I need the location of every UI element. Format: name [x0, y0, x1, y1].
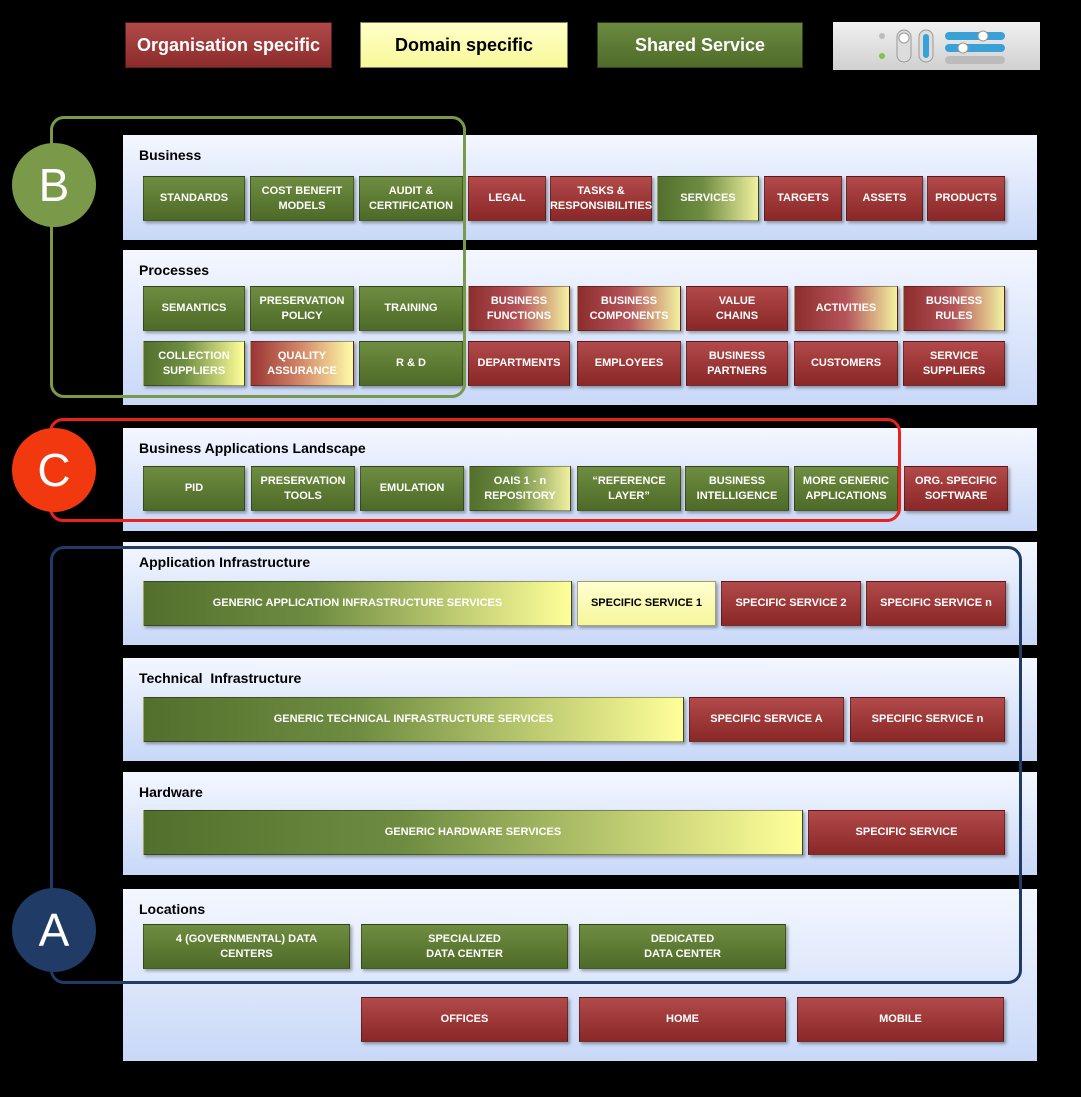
hardware-box: GENERIC HARDWARE SERVICES	[143, 810, 803, 855]
frame-a	[50, 546, 1022, 984]
business-box: SERVICES	[657, 176, 759, 221]
layer-title: Locations	[139, 901, 206, 917]
business-box: PRODUCTS	[927, 176, 1005, 221]
technical-box: SPECIFIC SERVICE A	[689, 697, 844, 742]
process-box: QUALITY ASSURANCE	[250, 341, 354, 386]
layer-title: Processes	[139, 262, 210, 278]
location-box: MOBILE	[797, 997, 1004, 1042]
application-box: MORE GENERIC APPLICATIONS	[794, 466, 898, 511]
business-box: TASKS & RESPONSIBILITIES	[550, 176, 652, 221]
controls-icon	[833, 22, 1040, 70]
location-box: DEDICATED DATA CENTER	[579, 924, 786, 969]
marker-c: C	[12, 428, 96, 512]
business-box: STANDARDS	[143, 176, 245, 221]
process-box: R & D	[359, 341, 463, 386]
application-box: BUSINESS INTELLIGENCE	[685, 466, 789, 511]
process-box: SERVICE SUPPLIERS	[903, 341, 1005, 386]
business-box: COST BENEFIT MODELS	[250, 176, 354, 221]
business-box: TARGETS	[764, 176, 842, 221]
layer-title: Hardware	[139, 784, 203, 800]
technical-box: SPECIFIC SERVICE n	[850, 697, 1005, 742]
process-box: TRAINING	[359, 286, 463, 331]
frame-b	[50, 116, 466, 398]
process-box: ACTIVITIES	[794, 286, 898, 331]
process-box: CUSTOMERS	[794, 341, 898, 386]
layer-title: Business	[139, 147, 202, 163]
location-box: 4 (GOVERNMENTAL) DATA CENTERS	[143, 924, 350, 969]
business-box: LEGAL	[468, 176, 546, 221]
application-box: “REFERENCE LAYER”	[577, 466, 681, 511]
legend-shared-service: Shared Service	[597, 22, 803, 68]
infrastructure-box: SPECIFIC SERVICE 1	[577, 581, 716, 626]
infrastructure-box: SPECIFIC SERVICE 2	[721, 581, 861, 626]
application-box: OAIS 1 - n REPOSITORY	[469, 466, 571, 511]
process-box: EMPLOYEES	[577, 341, 681, 386]
infrastructure-box: SPECIFIC SERVICE n	[866, 581, 1006, 626]
application-box: ORG. SPECIFIC SOFTWARE	[904, 466, 1008, 511]
process-box: BUSINESS FUNCTIONS	[468, 286, 570, 331]
application-box: EMULATION	[360, 466, 464, 511]
process-box: SEMANTICS	[143, 286, 245, 331]
location-box: SPECIALIZED DATA CENTER	[361, 924, 568, 969]
technical-box: GENERIC TECHNICAL INFRASTRUCTURE SERVICE…	[143, 697, 684, 742]
hardware-box: SPECIFIC SERVICE	[808, 810, 1005, 855]
location-box: HOME	[579, 997, 786, 1042]
business-box: AUDIT & CERTIFICATION	[359, 176, 463, 221]
process-box: VALUE CHAINS	[686, 286, 788, 331]
application-box: PRESERVATION TOOLS	[251, 466, 355, 511]
business-box: ASSETS	[846, 176, 923, 221]
process-box: BUSINESS PARTNERS	[686, 341, 788, 386]
marker-b: B	[12, 143, 96, 227]
process-box: COLLECTION SUPPLIERS	[143, 341, 245, 386]
application-box: PID	[143, 466, 245, 511]
location-box: OFFICES	[361, 997, 568, 1042]
frame-c	[49, 418, 901, 522]
process-box: DEPARTMENTS	[468, 341, 570, 386]
layer-title: Business Applications Landscape	[139, 440, 366, 456]
legend-domain-specific: Domain specific	[360, 22, 568, 68]
process-box: BUSINESS RULES	[903, 286, 1005, 331]
layer-title: Application Infrastructure	[139, 554, 311, 570]
infrastructure-box: GENERIC APPLICATION INFRASTRUCTURE SERVI…	[143, 581, 572, 626]
layer-title: Technical Infrastructure	[139, 670, 302, 686]
legend-organisation-specific: Organisation specific	[125, 22, 332, 68]
process-box: PRESERVATION POLICY	[250, 286, 354, 331]
process-box: BUSINESS COMPONENTS	[577, 286, 681, 331]
sliders-icon	[879, 29, 1005, 64]
marker-a: A	[12, 888, 96, 972]
